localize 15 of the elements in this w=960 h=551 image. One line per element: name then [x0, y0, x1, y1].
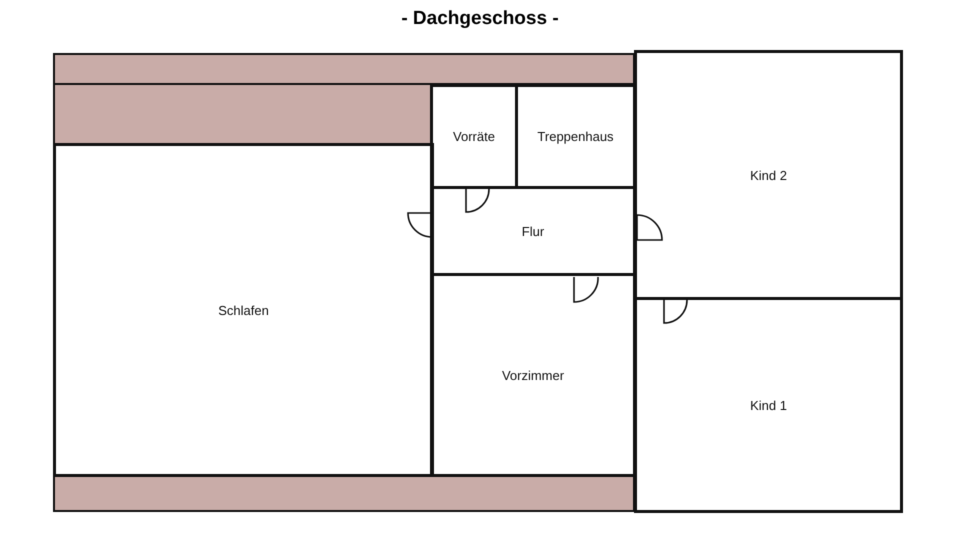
room-label: Flur	[522, 224, 544, 238]
room-label: Vorräte	[453, 129, 495, 144]
room-label: Kind 1	[750, 398, 787, 412]
room	[634, 297, 903, 513]
room-label: Treppenhaus	[537, 129, 614, 144]
plan-title: - Dachgeschoss -	[400, 8, 560, 30]
room	[634, 50, 903, 300]
room-label: Kind 2	[750, 168, 787, 182]
room-label: Vorzimmer	[502, 368, 564, 382]
room	[53, 143, 434, 477]
room	[515, 84, 636, 189]
room	[430, 186, 636, 276]
room	[430, 84, 518, 189]
room	[430, 273, 636, 477]
room-label: Schlafen	[218, 302, 269, 318]
